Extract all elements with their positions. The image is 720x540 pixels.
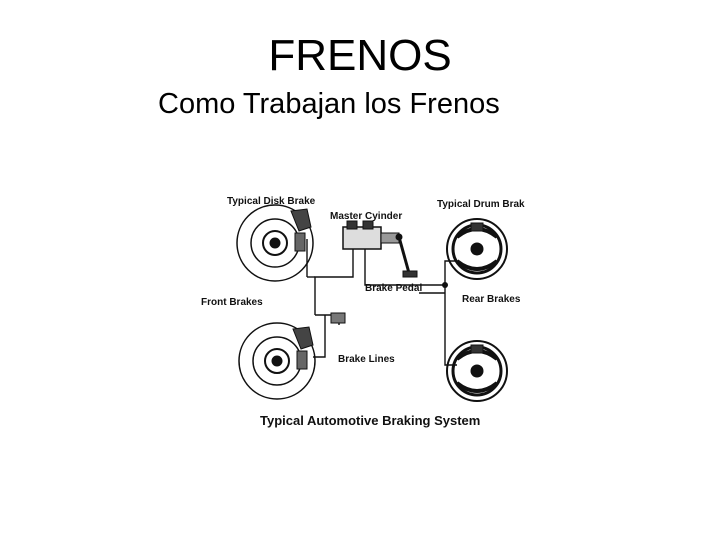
brake-pedal — [395, 233, 418, 278]
front-disk-brake-bottom — [238, 322, 316, 400]
master-cylinder — [342, 220, 400, 250]
slide-subtitle: Como Trabajan los Frenos — [158, 88, 500, 120]
diagram-caption: Typical Automotive Braking System — [260, 413, 480, 428]
label-brake-pedal: Brake Pedal — [365, 283, 422, 294]
proportioning-valve — [330, 312, 346, 324]
label-drum-brake: Typical Drum Brake — [437, 199, 525, 210]
rear-drum-brake-top — [446, 218, 508, 280]
braking-system-diagram: Typical Disk Brake Master Cyinder Typica… — [201, 196, 525, 428]
label-master-cylinder: Master Cyinder — [330, 211, 402, 222]
rear-junction — [442, 282, 448, 288]
slide-title: FRENOS — [268, 31, 452, 80]
label-rear-brakes: Rear Brakes — [462, 294, 521, 305]
front-disk-brake-top — [236, 204, 314, 282]
label-front-brakes: Front Brakes — [201, 297, 263, 308]
label-brake-lines: Brake Lines — [338, 354, 395, 365]
brake-lines — [306, 239, 457, 366]
label-disk-brake: Typical Disk Brake — [227, 196, 316, 207]
rear-drum-brake-bottom — [446, 340, 508, 402]
